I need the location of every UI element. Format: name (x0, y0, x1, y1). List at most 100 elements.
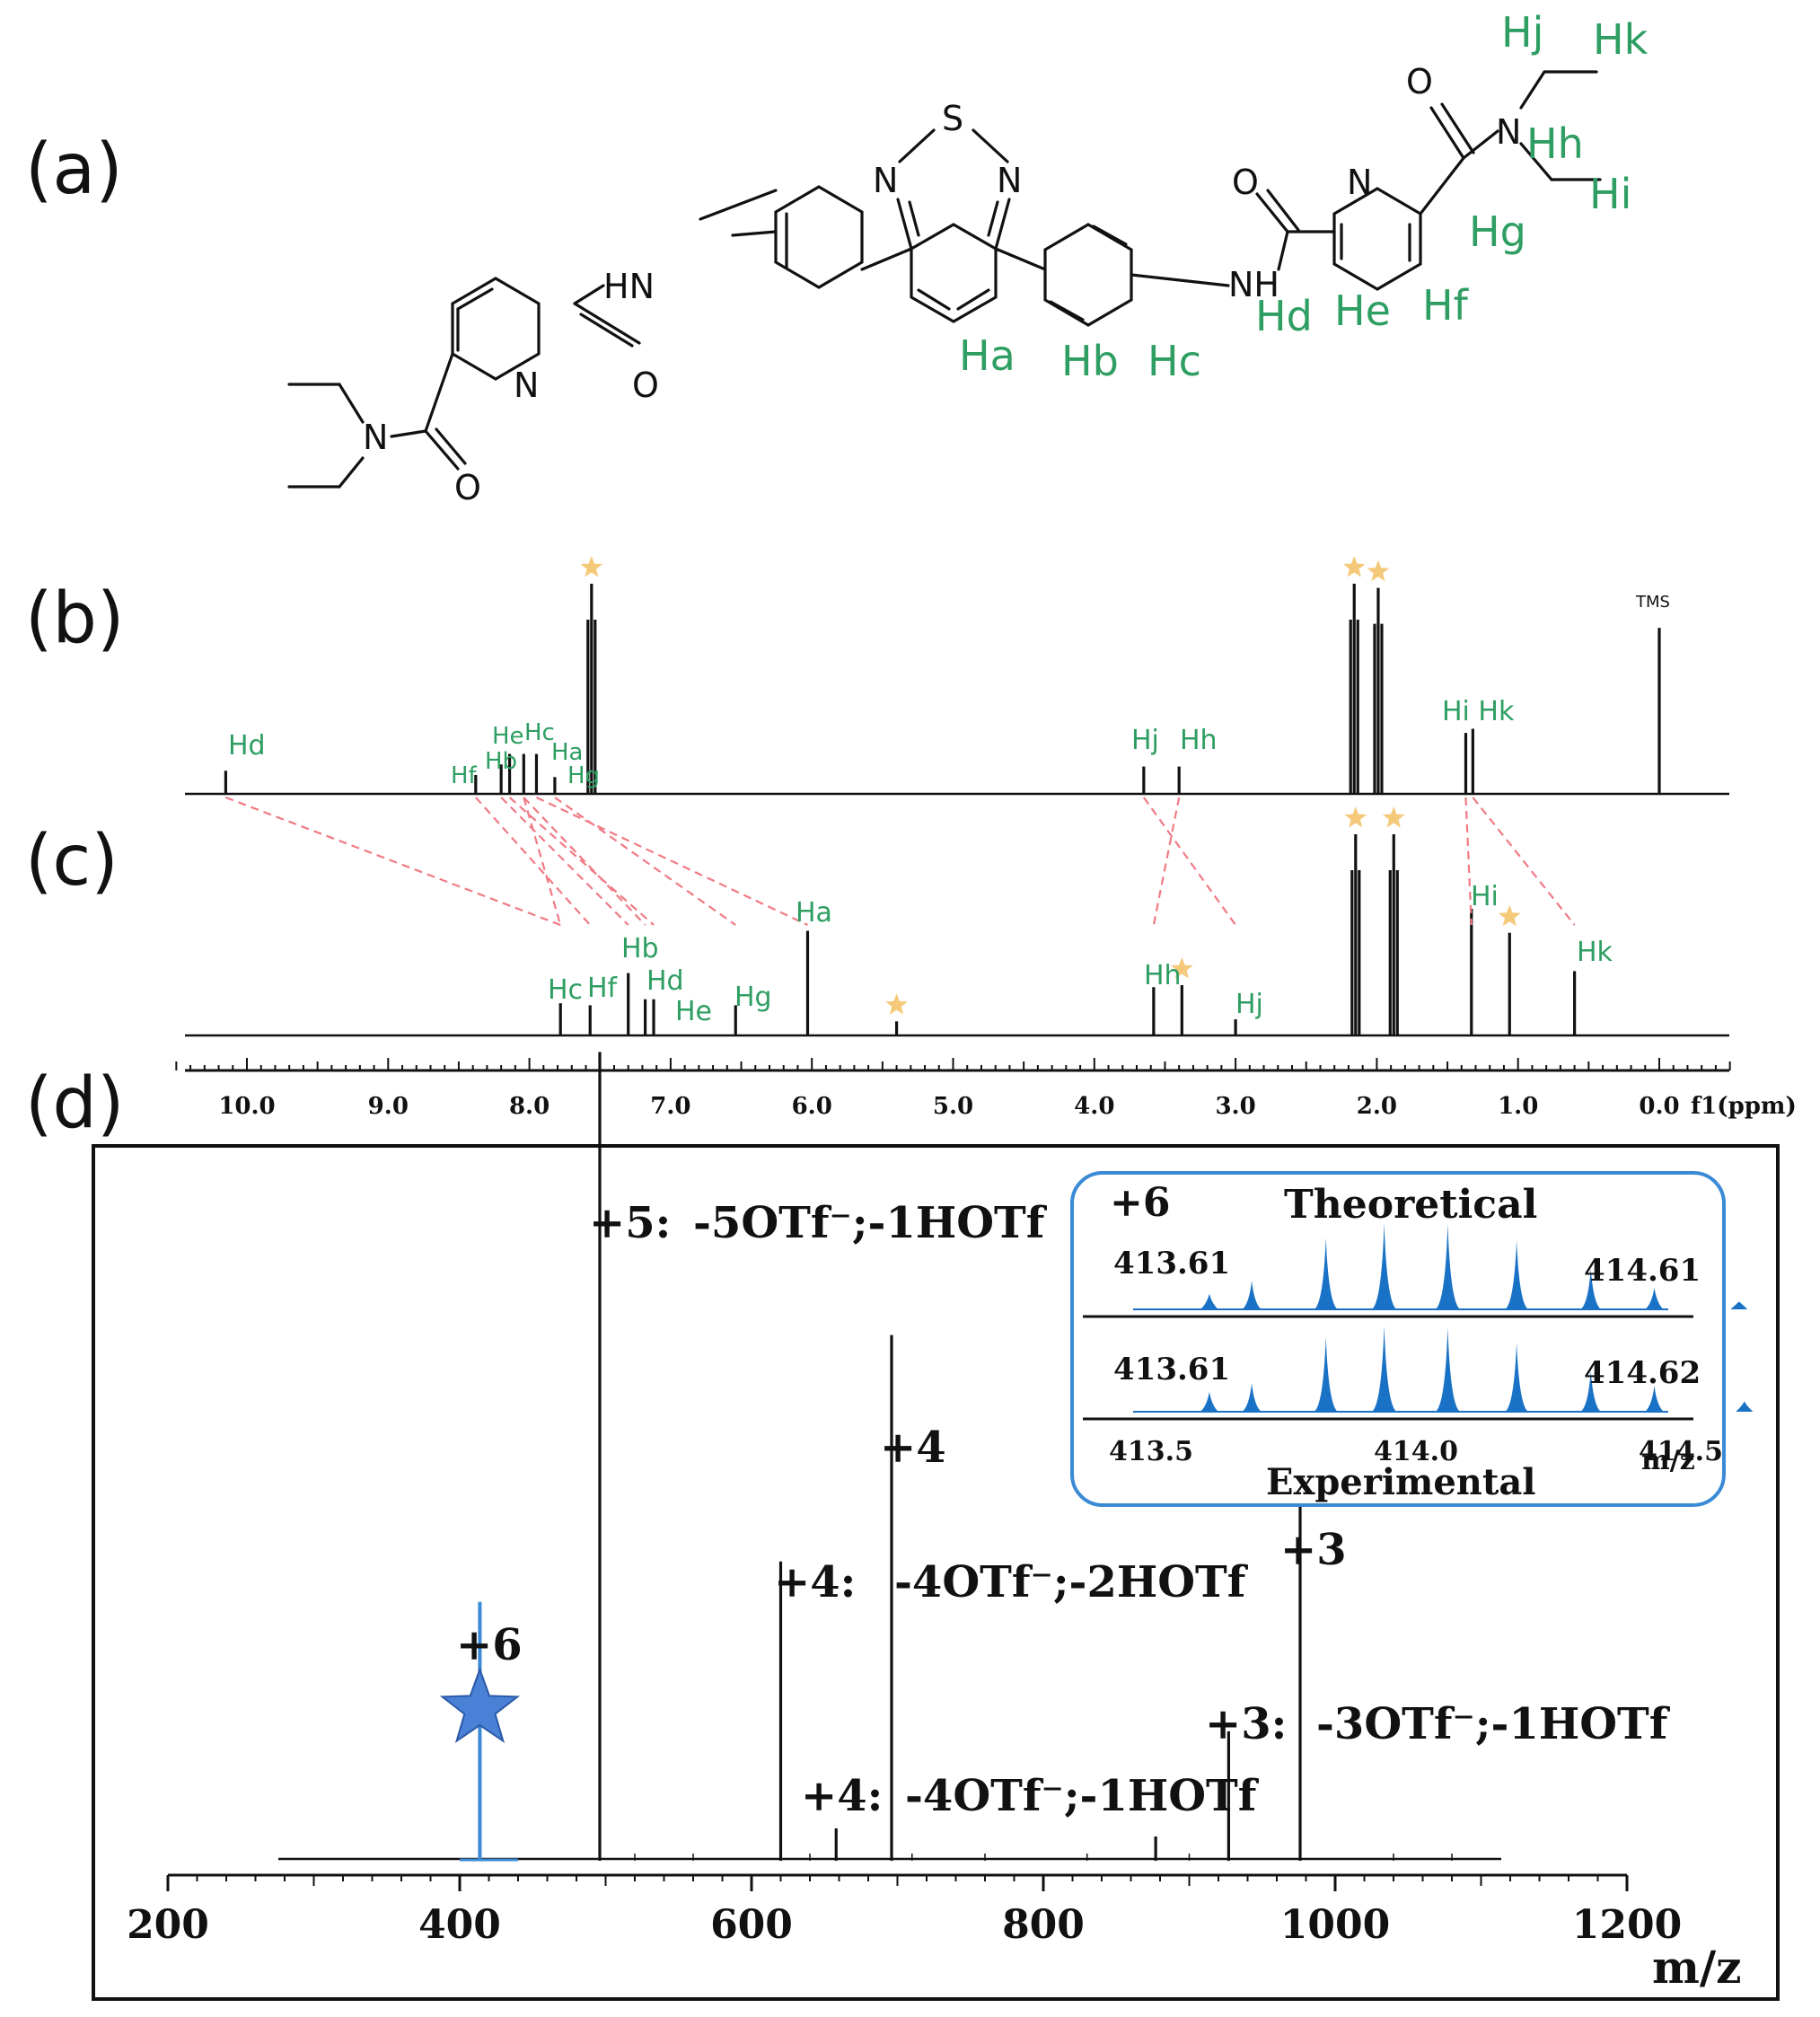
nmr-tick-label-9: 1.0 (1498, 1093, 1538, 1120)
ms-label-plus4a: +4: (774, 1557, 856, 1607)
atom-nh-right: NH (1228, 265, 1279, 304)
ms-label-plus3a: +3: (1205, 1699, 1287, 1749)
ms-tick-label-4: 1000 (1280, 1902, 1390, 1948)
nmr-b-peaks (224, 584, 1661, 794)
nmr-correlation-line-11 (1472, 797, 1576, 926)
nmr-c-star-9 (1171, 957, 1193, 979)
nmr-b-label-hg: Hg (567, 762, 600, 789)
nmr-c-label-ha: Ha (796, 897, 832, 929)
nmr-tick-label-10: 0.0 (1639, 1093, 1679, 1120)
atom-o-left-amide1: O (632, 366, 659, 405)
inset-theo-peak-4 (1435, 1223, 1461, 1309)
inset-tick-label-2: 414.5 (1639, 1436, 1723, 1467)
nmr-correlation-line-10 (1464, 797, 1473, 926)
nmr-correlation-line-0 (225, 796, 561, 927)
nmr-b-label-tms: TMS (1635, 593, 1670, 612)
proton-label-hc: Hc (1147, 337, 1201, 385)
atom-o-right-amide2: O (1406, 62, 1433, 101)
nmr-c-label-hf: Hf (587, 973, 619, 1004)
panel-label-b: (b) (25, 578, 124, 659)
inset-exp-peak-8 (1736, 1401, 1754, 1412)
nmr-correlation-line-1 (475, 797, 592, 926)
ms-frame (92, 1144, 1780, 2001)
nmr-x-ticks (175, 1058, 1731, 1070)
nmr-c-label-hh: Hh (1144, 960, 1182, 991)
inset-exp-peak-6 (1580, 1370, 1602, 1412)
nmr-b-label-hc: Hc (524, 719, 555, 746)
nmr-c-star-14 (1498, 904, 1521, 927)
inset-theo-peak-7 (1645, 1288, 1664, 1309)
proton-label-ha: Ha (959, 331, 1016, 380)
nmr-tick-label-2: 8.0 (509, 1093, 550, 1120)
nmr-c-label-hi: Hi (1471, 881, 1499, 912)
inset-theo-label-right: 414.61 (1584, 1253, 1701, 1289)
proton-label-hi: Hi (1589, 170, 1631, 218)
nmr-correlation-line-9 (1152, 797, 1181, 926)
inset-exp-peak-0 (1200, 1391, 1219, 1412)
atom-n-pyr-left: N (514, 366, 539, 405)
proton-label-hb: Hb (1061, 337, 1119, 385)
nmr-b-label-hf: Hf (451, 762, 478, 789)
inset-theoretical-title: Theoretical (1284, 1182, 1537, 1228)
ms-tick-label-2: 600 (710, 1902, 793, 1948)
nmr-tick-label-4: 6.0 (792, 1093, 832, 1120)
nmr-b-label-hh: Hh (1180, 725, 1218, 756)
nmr-tick-label-1: 9.0 (368, 1093, 409, 1120)
ms-annotation-plus4a: -4OTf⁻;-2HOTf (894, 1557, 1249, 1607)
inset-theo-peak-8 (1730, 1301, 1748, 1309)
inset-exp-peak-4 (1435, 1326, 1461, 1412)
inset-exp-peak-7 (1645, 1386, 1664, 1412)
nmr-b-label-hi-hk: Hi Hk (1442, 696, 1515, 727)
atom-o-right-amide1: O (1232, 163, 1259, 202)
inset-theo-peak-3 (1371, 1223, 1397, 1309)
chemical-structure: S N N HN O N O N NH (287, 8, 1649, 507)
panel-label-a: (a) (25, 129, 123, 210)
ms-label-plus5: +5: (589, 1198, 671, 1248)
proton-label-hd: Hd (1255, 292, 1313, 340)
nmr-tick-label-6: 4.0 (1074, 1093, 1114, 1120)
nmr-c-star-11 (1344, 806, 1367, 828)
inset-exp-peak-5 (1505, 1343, 1529, 1412)
panel-label-c: (c) (25, 821, 119, 902)
nmr-b-label-hd: Hd (228, 730, 266, 762)
ms-highlight-star-icon (439, 1667, 521, 1743)
atom-n-pyr-right: N (1347, 163, 1372, 202)
ms-x-ticks (166, 1875, 1629, 1891)
ms-label-plus4b: +4: (801, 1771, 883, 1821)
nmr-tick-label-8: 2.0 (1357, 1093, 1397, 1120)
nmr-c-star-7 (885, 993, 908, 1015)
atom-n-thia-right: N (997, 161, 1022, 200)
inset-theo-peak-6 (1580, 1268, 1602, 1309)
nmr-correlation-line-4 (523, 797, 562, 926)
nmr-correlation-line-6 (535, 797, 808, 926)
nmr-b-label-hj: Hj (1131, 725, 1159, 756)
proton-label-hg: Hg (1469, 207, 1526, 256)
atom-s: S (942, 99, 963, 138)
ms-tick-label-5: 1200 (1572, 1902, 1682, 1948)
atom-n-thia-left: N (873, 161, 898, 200)
proton-label-hf: Hf (1422, 281, 1470, 330)
proton-label-he: He (1334, 286, 1391, 335)
inset-theo-label-left: 413.61 (1113, 1246, 1230, 1282)
inset-theo-peak-5 (1505, 1240, 1529, 1309)
inset-theoretical-peaks (1133, 1223, 1748, 1310)
nmr-correlation-line-2 (500, 797, 629, 926)
panel-label-d: (d) (25, 1063, 124, 1144)
left-phenyl-ring (774, 185, 864, 289)
right-phenyl-ring (1043, 223, 1133, 327)
atom-hn-left: HN (603, 267, 655, 306)
nmr-c-label-hc: Hc (548, 974, 583, 1006)
inset-theo-peak-0 (1200, 1293, 1218, 1309)
ms-x-axis-label: m/z (1652, 1941, 1742, 1994)
nmr-c-label-he: He (675, 996, 712, 1027)
nmr-b-star-11 (1367, 559, 1390, 582)
nmr-correlation-lines (225, 796, 1576, 927)
nmr-b-star-10 (1342, 556, 1366, 577)
inset-theo-peak-1 (1242, 1281, 1262, 1309)
nmr-c-label-hj: Hj (1235, 989, 1263, 1020)
nmr-b-star-7 (580, 556, 603, 577)
inset-exp-label-left: 413.61 (1113, 1352, 1230, 1387)
